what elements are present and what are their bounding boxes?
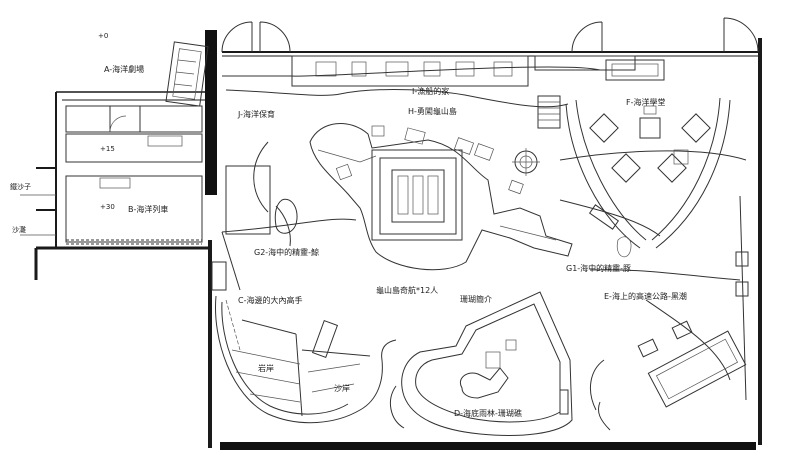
label-sandy-shore: 沙岸 bbox=[334, 384, 350, 393]
label-coral-intro: 珊瑚簡介 bbox=[460, 294, 492, 304]
zone-a-theater bbox=[165, 41, 209, 107]
zone-c-beach bbox=[211, 261, 397, 424]
label-zone-e: E-海上的高速公路-黑潮 bbox=[604, 291, 687, 301]
zone-e-kuroshio bbox=[589, 320, 747, 431]
label-zone-c: C-海邊的大內高手 bbox=[238, 295, 302, 305]
zone-h-turtle-island bbox=[309, 123, 573, 271]
label-zone-d: D-海底雨林-珊瑚礁 bbox=[454, 408, 522, 418]
label-shore-side-1: 鐵沙子 bbox=[10, 182, 31, 191]
label-level-0: +0 bbox=[98, 32, 108, 40]
entrance-doors bbox=[221, 17, 759, 53]
label-turtle-island-ride: 龜山島奇航*12人 bbox=[376, 285, 438, 295]
label-zone-g2: G2-海中的精靈-鯨 bbox=[254, 247, 319, 257]
label-zone-f: F-海洋學堂 bbox=[626, 97, 666, 107]
left-rooms bbox=[20, 105, 203, 245]
classroom-tables bbox=[589, 105, 711, 183]
zone-f-classroom bbox=[537, 95, 731, 249]
label-zone-a: A-海洋劇場 bbox=[104, 64, 144, 74]
label-zone-j: J-海洋保育 bbox=[237, 109, 275, 119]
compass-symbol bbox=[512, 148, 540, 176]
label-zone-g1: G1-海中的精靈-豚 bbox=[566, 263, 631, 273]
label-zone-h: H-勇闖龜山島 bbox=[408, 106, 457, 116]
zone-i-cabinets bbox=[291, 55, 665, 87]
zone-boundaries bbox=[221, 66, 747, 401]
zone-g2-area bbox=[225, 165, 298, 235]
label-level-30: +30 bbox=[100, 203, 115, 211]
zone-g1-area bbox=[588, 204, 749, 297]
zone-labels: A-海洋劇場 B-海洋列車 C-海邊的大內高手 D-海底雨林-珊瑚礁 E-海上的… bbox=[10, 32, 687, 418]
zone-d-coral-reef bbox=[389, 291, 573, 436]
label-rocky-shore: 岩岸 bbox=[258, 363, 274, 373]
label-shore-side-2: 沙灘 bbox=[12, 225, 26, 234]
label-zone-b: B-海洋列車 bbox=[128, 204, 168, 214]
label-zone-i: I-漁船的家 bbox=[412, 86, 449, 96]
label-level-15: +15 bbox=[100, 145, 115, 153]
